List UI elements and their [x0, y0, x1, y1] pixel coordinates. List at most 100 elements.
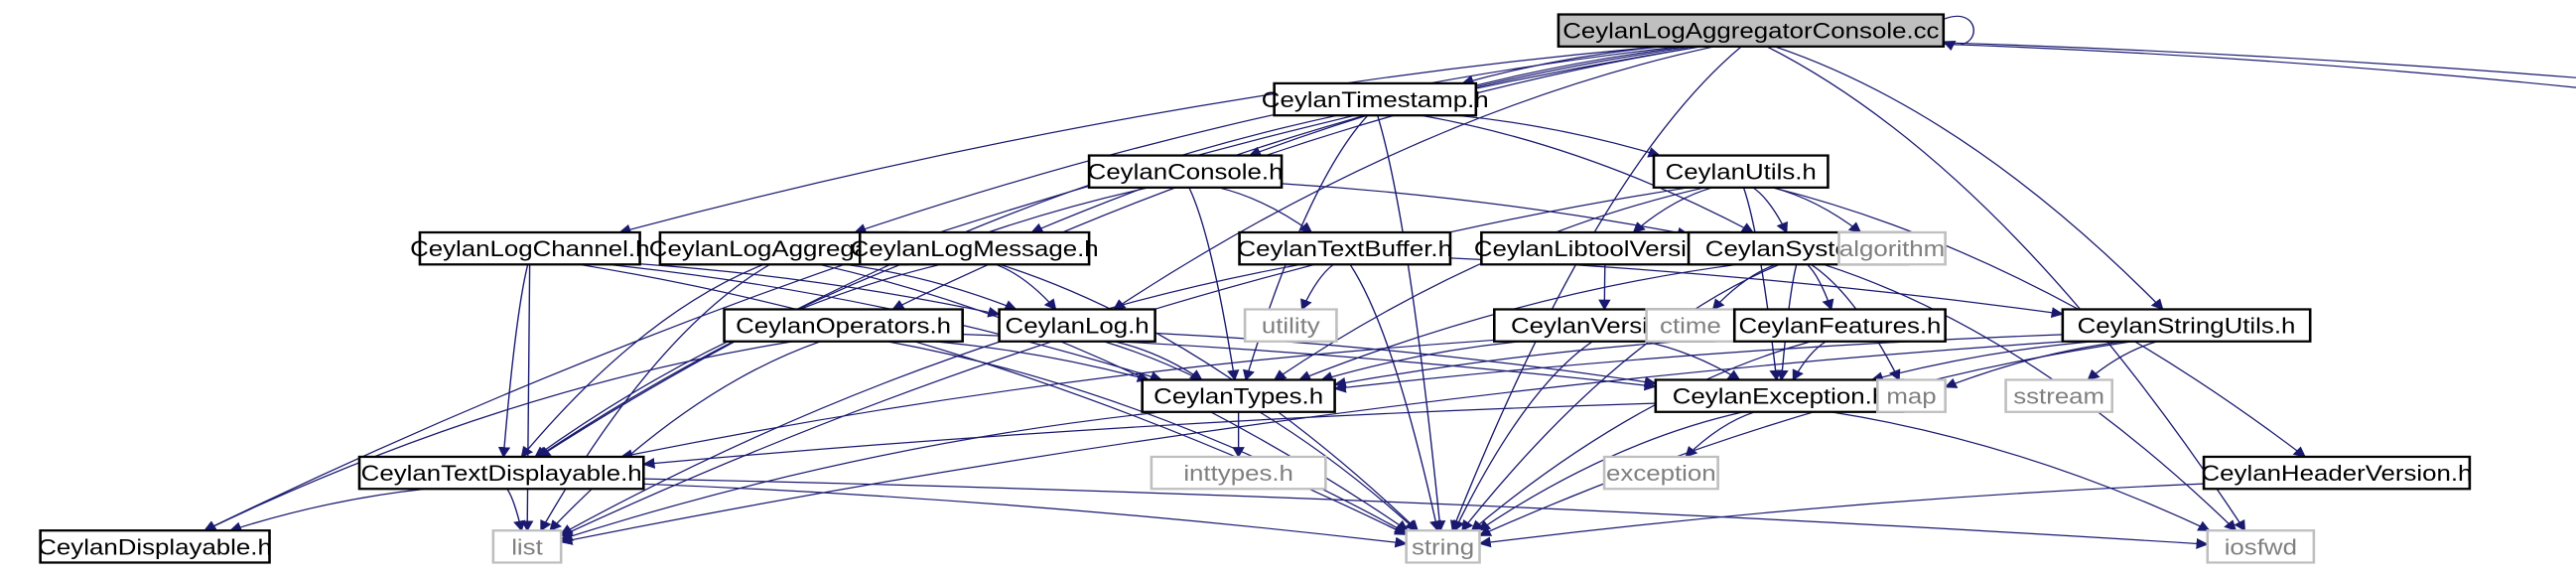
node-label: CeylanTypes.h [1153, 384, 1323, 409]
node-label: CeylanTextDisplayable.h [361, 462, 642, 487]
node-label: CeylanUtils.h [1666, 160, 1817, 185]
edge-textdisplayable-to-string [643, 483, 1408, 548]
node-label: CeylanLog.h [1006, 314, 1150, 339]
node-box [1602, 455, 1719, 491]
edge-stringutils-to-list [559, 341, 2067, 545]
edge-logaggregator-to-textdisplayable [520, 263, 764, 458]
node-label: CeylanTextBuffer.h [1238, 237, 1452, 262]
node-types[interactable]: CeylanTypes.h [1141, 378, 1336, 413]
node-textbuffer[interactable]: CeylanTextBuffer.h [1238, 230, 1452, 266]
node-label: CeylanConsole.h [1088, 160, 1284, 185]
edge-textdisplayable-to-displayable [228, 488, 427, 532]
edge-logmessage-to-string [999, 263, 1420, 532]
edge-logchannel-to-list [520, 264, 534, 532]
node-root[interactable]: CeylanLogAggregatorConsole.cc [1557, 13, 1946, 48]
edge-utils-to-system [1752, 187, 1788, 234]
edge-stringutils-to-sstream [2087, 341, 2158, 381]
edge-timestamp-to-string [1377, 115, 1446, 532]
node-console[interactable]: CeylanConsole.h [1087, 154, 1284, 189]
edge-textdisplayable-to-iosfwd [643, 478, 2210, 549]
edge-root-to-iostream [1943, 42, 2576, 78]
node-map: map [1876, 378, 1947, 413]
edge-root-to-displayable [203, 46, 1702, 531]
node-label: list [511, 535, 543, 560]
edge-operators-to-types [932, 341, 1151, 382]
edge-operators-to-displayable [203, 341, 794, 531]
edge-logaggregator-to-log [845, 263, 1017, 311]
node-box [418, 230, 641, 266]
node-label: CeylanDisplayable.h [38, 535, 272, 560]
edge-libtool-to-version [1598, 264, 1611, 311]
edge-features-to-string [1470, 341, 1812, 531]
edge-version-to-textdisplayable [619, 339, 1495, 461]
edge-system-to-exception [1776, 264, 1798, 381]
node-stdexception: exception [1602, 455, 1719, 491]
edge-utils-to-algorithm [1772, 187, 1862, 233]
node-utils[interactable]: CeylanUtils.h [1652, 154, 1830, 189]
edge-root-to-log [1112, 46, 1715, 311]
node-box [723, 308, 964, 343]
edge-system-to-features [1807, 263, 1834, 311]
edge-textbuffer-to-utility [1300, 263, 1334, 311]
edge-exception-to-iosfwd [1830, 411, 2211, 531]
node-logmessage[interactable]: CeylanLogMessage.h [851, 230, 1099, 266]
edge-root-to-loglight [1943, 43, 2576, 88]
edge-utils-to-libtool [1632, 187, 1713, 233]
edge-system-to-iosfwd [1823, 263, 2237, 532]
edge-root-to-iosfwd [1766, 46, 2246, 532]
node-box [1557, 13, 1946, 48]
node-label: iosfwd [2225, 535, 2297, 560]
edge-operators-to-string [886, 341, 1408, 534]
node-box [1150, 455, 1327, 491]
node-label: map [1886, 384, 1936, 409]
edge-stringutils-to-string [1478, 341, 2133, 536]
node-string: string [1405, 529, 1481, 564]
node-stringutils[interactable]: CeylanStringUtils.h [2061, 308, 2312, 343]
node-headerversion[interactable]: CeylanHeaderVersion.h [2202, 455, 2473, 491]
edge-textbuffer-to-stringutils [1449, 257, 2065, 319]
node-box [1141, 378, 1336, 413]
node-box [2004, 378, 2114, 413]
node-log[interactable]: CeylanLog.h [998, 308, 1156, 343]
node-timestamp[interactable]: CeylanTimestamp.h [1262, 81, 1489, 117]
node-box [1652, 154, 1830, 189]
node-exception[interactable]: CeylanException.h [1654, 378, 1905, 413]
node-box [998, 308, 1156, 343]
edge-textdisplayable-to-list [506, 488, 526, 532]
edge-root-to-logaggregator [854, 46, 1681, 234]
edge-system-to-map [1810, 263, 1901, 381]
node-label: CeylanHeaderVersion.h [2202, 462, 2473, 487]
node-box [1405, 529, 1481, 564]
node-inttypes: inttypes.h [1150, 455, 1327, 491]
edge-utils-to-types [1273, 187, 1705, 381]
node-label: exception [1606, 462, 1716, 487]
node-label: CeylanOperators.h [736, 314, 951, 339]
edge-logmessage-to-textdisplayable [534, 263, 941, 458]
node-utility: utility [1243, 308, 1338, 343]
node-textdisplayable[interactable]: CeylanTextDisplayable.h [357, 455, 645, 491]
edge-timestamp-to-system [1420, 114, 1755, 233]
node-box [39, 529, 271, 564]
node-label: CeylanStringUtils.h [2078, 314, 2296, 339]
node-features[interactable]: CeylanFeatures.h [1732, 308, 1947, 343]
node-logchannel[interactable]: CeylanLogChannel.h [410, 230, 649, 266]
node-algorithm: algorithm [1837, 230, 1947, 266]
edge-version-to-types [1320, 341, 1522, 382]
node-box [1654, 378, 1905, 413]
node-operators[interactable]: CeylanOperators.h [723, 308, 964, 343]
node-label: string [1412, 535, 1474, 560]
node-box [1645, 308, 1736, 343]
edge-log-to-types [1113, 341, 1203, 381]
edge-console-to-system [1281, 183, 1691, 238]
edge-stringutils-to-types [1333, 334, 2063, 393]
node-displayable[interactable]: CeylanDisplayable.h [38, 529, 272, 564]
edge-utils-to-headerversion [1772, 187, 2306, 458]
edge-log-to-string [1103, 341, 1418, 531]
node-label: CeylanTimestamp.h [1262, 88, 1489, 113]
edge-version-to-exception [1644, 341, 1741, 381]
node-label: CeylanLogMessage.h [851, 237, 1099, 262]
edge-root-to-string [1450, 46, 1742, 532]
node-box [1243, 308, 1338, 343]
node-box [1087, 154, 1284, 189]
